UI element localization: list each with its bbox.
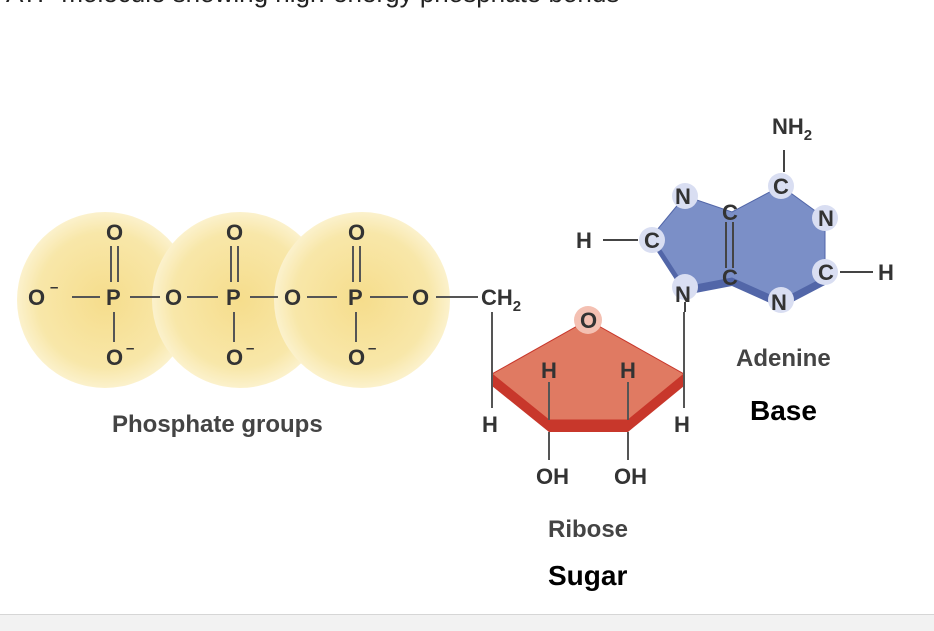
- phosphate-groups: O – O P O – O O P O – O O P O – O Phosph…: [17, 212, 478, 438]
- adenine-h2: H: [878, 260, 894, 285]
- adenine-halo-c2: [812, 259, 838, 285]
- ribose-oh-c2: OH: [614, 464, 647, 489]
- ribose-ring-oxygen: O: [580, 308, 597, 333]
- ribose-ch2: CH2: [481, 285, 521, 315]
- bottom-scroll-bar: [0, 614, 934, 631]
- adenine-n1: N: [818, 206, 834, 231]
- adenine-base: NH2 C N C N C H C C H N N Adenine Base: [576, 114, 894, 426]
- phosphate-terminal-minus: –: [50, 279, 58, 296]
- phosphate-2-minus: –: [246, 340, 254, 357]
- adenine-c2: C: [818, 260, 834, 285]
- phosphate-3-bottom-oxygen: O: [348, 345, 365, 370]
- phosphate-1-phosphorus: P: [106, 285, 121, 310]
- ribose-sugar: O CH2 H H H H OH OH Ribose Sugar: [481, 285, 690, 591]
- adenine-h8: H: [576, 228, 592, 253]
- phosphate-bridge-oxygen-1: O: [165, 285, 182, 310]
- base-category-label: Base: [750, 395, 817, 426]
- ribose-caption: Ribose: [548, 516, 628, 543]
- phosphate-terminal-oxygen: O: [28, 285, 45, 310]
- phosphate-3-phosphorus: P: [348, 285, 363, 310]
- ribose-h-c1: H: [674, 412, 690, 437]
- adenine-ring: [651, 185, 826, 301]
- phosphate-sphere-3: [274, 212, 450, 388]
- adenine-nh2: NH2: [772, 114, 812, 144]
- adenine-c6: C: [773, 174, 789, 199]
- ribose-bonds: [491, 312, 685, 460]
- phosphate-3-minus: –: [368, 340, 376, 357]
- phosphate-2-top-oxygen: O: [226, 220, 243, 245]
- ribose-oh-c3: OH: [536, 464, 569, 489]
- phosphate-groups-caption: Phosphate groups: [112, 411, 323, 438]
- adenine-halo-c8: [639, 227, 665, 253]
- sugar-category-label: Sugar: [548, 560, 627, 591]
- ribose-h-c5: H: [482, 412, 498, 437]
- adenine-c8: C: [644, 228, 660, 253]
- adenine-halo-n1: [812, 205, 838, 231]
- phosphate-1-top-oxygen: O: [106, 220, 123, 245]
- adenine-halo-n7: [672, 183, 698, 209]
- adenine-halo-n9: [672, 274, 698, 300]
- ribose-ring: [491, 319, 685, 421]
- ribose-oxygen-halo: [574, 306, 602, 334]
- adenine-bonds: [603, 150, 873, 312]
- phosphate-bridge-oxygen-3: O: [412, 285, 429, 310]
- phosphate-1-bottom-oxygen: O: [106, 345, 123, 370]
- adenine-c4: C: [722, 265, 738, 290]
- phosphate-bridge-oxygen-2: O: [284, 285, 301, 310]
- adenine-halo-c6: [768, 173, 794, 199]
- adenine-n3: N: [771, 290, 787, 315]
- adenine-c5: C: [722, 200, 738, 225]
- phosphate-1-minus: –: [126, 340, 134, 357]
- ribose-h-c3: H: [541, 358, 557, 383]
- phosphate-sphere-1: [17, 212, 193, 388]
- header-text: ATP molecule showing high-energy phospha…: [6, 0, 619, 8]
- ribose-h-c2: H: [620, 358, 636, 383]
- phosphate-3-top-oxygen: O: [348, 220, 365, 245]
- adenine-n9: N: [675, 282, 691, 307]
- phosphate-2-phosphorus: P: [226, 285, 241, 310]
- adenine-n7: N: [675, 184, 691, 209]
- adenine-halo-n3: [768, 287, 794, 313]
- phosphate-bonds: [72, 246, 478, 342]
- phosphate-sphere-2: [152, 212, 328, 388]
- adenine-caption: Adenine: [736, 345, 831, 372]
- phosphate-2-bottom-oxygen: O: [226, 345, 243, 370]
- ribose-ring-edge: [492, 374, 684, 432]
